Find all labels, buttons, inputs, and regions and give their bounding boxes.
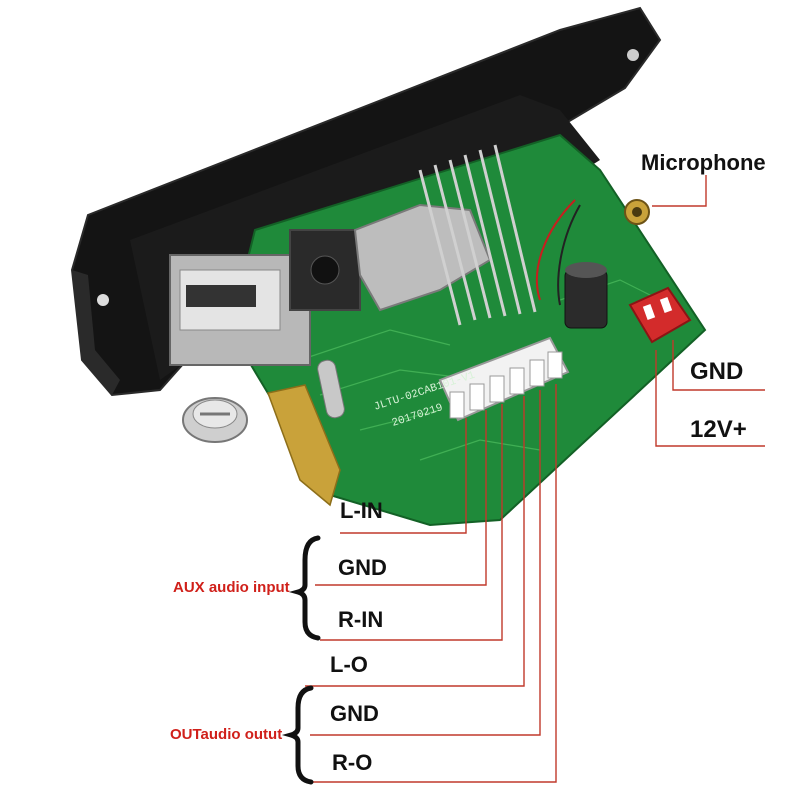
- crystal: [317, 359, 345, 419]
- aux-jack: [289, 229, 361, 311]
- display-pins: [418, 144, 537, 326]
- r-in-label: R-IN: [338, 607, 384, 632]
- bluetooth-antenna: [266, 384, 341, 507]
- gnd-aux-label: GND: [338, 555, 387, 580]
- mic-wires: [535, 199, 576, 301]
- gnd-power-label: GND: [690, 358, 744, 385]
- aux-group-brace: [288, 535, 321, 641]
- power-connector: [628, 286, 692, 344]
- gnd-aux-wire: [315, 410, 487, 586]
- l-o-label: L-O: [330, 652, 368, 677]
- panel-screw-hole: [97, 294, 109, 306]
- v12-label: 12V+: [690, 416, 747, 443]
- mounting-screw: [182, 397, 248, 443]
- r-o-wire: [310, 384, 557, 783]
- gnd-out-wire: [310, 390, 541, 736]
- out-group-brace: [281, 685, 314, 785]
- usb-port: [169, 254, 311, 366]
- l-o-wire: [305, 396, 525, 687]
- microphone-label: Microphone: [641, 150, 766, 175]
- out-group-label: OUTaudio outut: [170, 726, 283, 743]
- audio-connector: [438, 336, 570, 422]
- panel-screw-hole: [627, 49, 639, 61]
- panel-edge: [72, 270, 120, 395]
- l-in-label: L-IN: [340, 498, 383, 523]
- v12-wire: [655, 350, 765, 447]
- r-in-wire: [320, 404, 503, 641]
- aux-group-label: AUX audio input: [173, 579, 290, 596]
- l-in-wire: [340, 418, 467, 534]
- r-o-label: R-O: [332, 750, 373, 775]
- mic-leader-line: [652, 175, 707, 207]
- gnd-power-wire: [672, 340, 765, 391]
- capacitor: [564, 262, 608, 329]
- gnd-out-label: GND: [330, 701, 379, 726]
